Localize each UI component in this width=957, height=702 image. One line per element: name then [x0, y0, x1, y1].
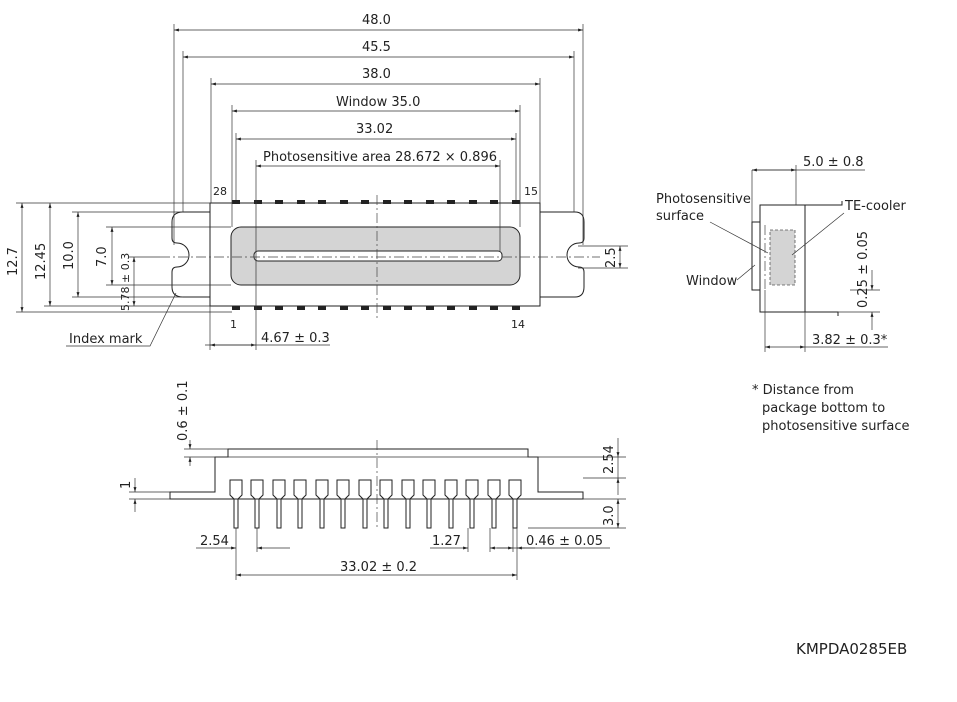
dim-254v-label: 2.54	[602, 445, 617, 474]
bottom-pins	[232, 306, 520, 310]
package-body	[209, 202, 541, 307]
dim-025-label: 0.25 ± 0.05	[856, 231, 871, 308]
window-label: Window	[686, 274, 738, 289]
note-line-3: photosensitive surface	[762, 419, 909, 434]
te-cooler-block	[769, 229, 796, 286]
side-view: 5.0 ± 0.8 Photosensitive surface TE-cool…	[656, 155, 907, 352]
dim-pitch-span-label: 33.02	[356, 122, 393, 137]
photosensitive-area	[253, 250, 503, 262]
footnote: * Distance from package bottom to photos…	[752, 383, 909, 434]
dim-046-label: 0.46 ± 0.05	[526, 534, 603, 549]
dim-depth-label: 5.0 ± 0.8	[803, 155, 864, 170]
photo-surface-label-2: surface	[656, 209, 704, 224]
dim-1-label: 1	[119, 481, 134, 489]
dim-3302-label: 33.02 ± 0.2	[340, 560, 417, 575]
index-mark-label: Index mark	[69, 332, 143, 347]
dim-254-label: 2.54	[200, 534, 229, 549]
top-view: 48.0 45.5 38.0 Window 35.0 33.02 Photose…	[6, 13, 628, 350]
dim-flange-label: 45.5	[362, 40, 391, 55]
dim-382-label: 3.82 ± 0.3*	[812, 333, 888, 348]
dim-overall-label: 48.0	[362, 13, 391, 28]
pin-15-label: 15	[524, 185, 538, 198]
pin-14-label: 14	[511, 318, 525, 331]
pin-28-label: 28	[213, 185, 227, 198]
front-pins	[229, 479, 522, 529]
dim-h-1245-label: 12.45	[34, 243, 49, 280]
te-cooler-label: TE-cooler	[844, 199, 907, 214]
dim-30-label: 3.0	[602, 505, 617, 526]
dim-photo-area-label: Photosensitive area 28.672 × 0.896	[263, 150, 497, 165]
dim-h-127-label: 12.7	[6, 247, 21, 276]
dim-127-label: 1.27	[432, 534, 461, 549]
dim-h-578-label: 5.78 ± 0.3	[119, 253, 132, 311]
dim-h-100-label: 10.0	[62, 241, 77, 270]
pin-1-label: 1	[230, 318, 237, 331]
dim-pin1-offset-label: 4.67 ± 0.3	[261, 331, 330, 346]
note-line-2: package bottom to	[762, 401, 885, 416]
front-view: 0.6 ± 0.1 1 2.54 3.0 2.54 1.27 0.	[119, 380, 626, 580]
note-line-1: * Distance from	[752, 383, 854, 398]
dim-06-label: 0.6 ± 0.1	[176, 380, 191, 441]
dim-h-70-label: 7.0	[95, 246, 110, 267]
dim-window-label: Window 35.0	[336, 95, 420, 110]
photo-surface-label-1: Photosensitive	[656, 192, 751, 207]
drawing-code: KMPDA0285EB	[796, 640, 907, 658]
top-pins	[232, 200, 520, 204]
dim-body-label: 38.0	[362, 67, 391, 82]
dim-hole-label: 2.5	[604, 247, 619, 268]
